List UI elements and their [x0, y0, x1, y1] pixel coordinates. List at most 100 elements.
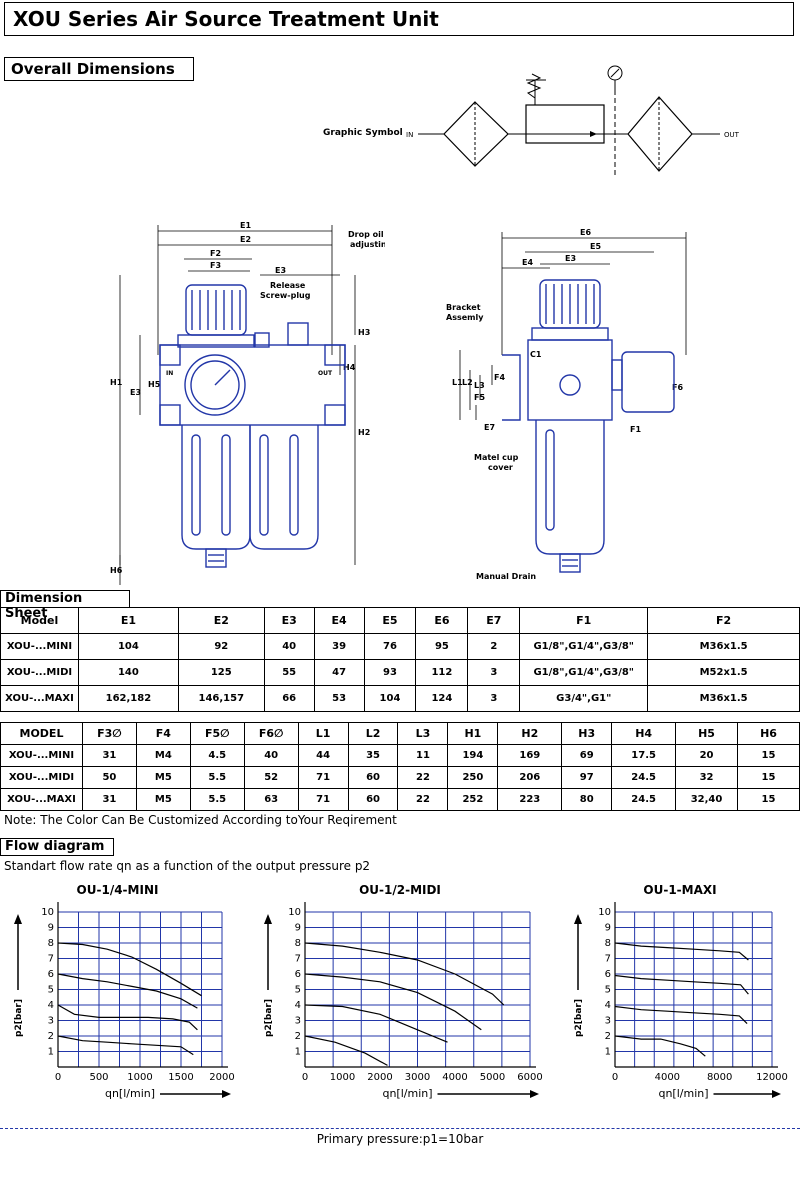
x-tick-label: 5000 — [480, 1072, 505, 1083]
table-cell: 39 — [313, 633, 365, 660]
column-header: L3 — [397, 722, 449, 745]
series-line — [304, 942, 505, 1006]
table-cell: 71 — [297, 766, 349, 789]
x-tick-label: 3000 — [405, 1072, 430, 1083]
label-port-out: OUT — [318, 370, 333, 377]
label-h4: H4 — [343, 363, 356, 372]
label-h3: H3 — [358, 328, 370, 337]
table-cell: XOU-...MAXI — [0, 685, 79, 712]
table-cell: M5 — [135, 766, 191, 789]
series-line — [614, 1005, 748, 1025]
series-line — [57, 1035, 194, 1056]
y-tick-label: 1 — [295, 1047, 301, 1058]
x-tick-label: 4000 — [655, 1072, 680, 1083]
label-f3: F3 — [210, 261, 221, 270]
label-e2: E2 — [240, 235, 251, 244]
label-h5: H5 — [148, 380, 161, 389]
y-tick-label: 7 — [48, 954, 54, 965]
label-l2: L2 — [462, 378, 473, 387]
table-cell: 206 — [497, 766, 563, 789]
column-header: E7 — [467, 607, 521, 634]
x-axis-arrowhead — [530, 1090, 539, 1098]
x-tick-label: 2000 — [209, 1072, 234, 1083]
table-cell: 60 — [347, 788, 399, 811]
symbol-in-label: IN — [406, 131, 413, 139]
table-cell: M4 — [135, 744, 191, 767]
column-header: H1 — [447, 722, 499, 745]
y-tick-label: 8 — [48, 938, 54, 949]
label-h6: H6 — [110, 566, 123, 575]
table-cell: 31 — [81, 788, 137, 811]
flow-subtitle: Standart flow rate qn as a function of t… — [4, 859, 371, 873]
y-axis-arrowhead — [14, 914, 22, 924]
label-e4: E4 — [522, 258, 533, 267]
table-cell: 194 — [447, 744, 499, 767]
y-axis-label: p2[bar] — [264, 999, 274, 1037]
table-cell: 80 — [561, 788, 613, 811]
column-header: E1 — [77, 607, 179, 634]
table-cell: 3 — [467, 685, 521, 712]
label-e1: E1 — [240, 221, 251, 230]
label-h1: H1 — [110, 378, 123, 387]
table-cell: 252 — [447, 788, 499, 811]
customization-note: Note: The Color Can Be Customized Accord… — [4, 813, 397, 827]
column-header: H4 — [611, 722, 677, 745]
label-e3-top: E3 — [275, 266, 286, 275]
table-cell: 55 — [263, 659, 315, 686]
table-cell: XOU-...MAXI — [0, 788, 83, 811]
table-cell: 2 — [467, 633, 521, 660]
y-tick-label: 3 — [605, 1016, 611, 1027]
chart-title: OU-1/2-MIDI — [359, 883, 441, 897]
table-cell: 223 — [497, 788, 563, 811]
column-header: E6 — [415, 607, 469, 634]
label-h2: H2 — [358, 428, 370, 437]
column-header: F4 — [135, 722, 191, 745]
column-header: E4 — [313, 607, 365, 634]
table-cell: M5 — [135, 788, 191, 811]
y-tick-label: 1 — [48, 1047, 54, 1058]
table-cell: 3 — [467, 659, 521, 686]
column-header: H6 — [737, 722, 800, 745]
label-port-in: IN — [166, 370, 173, 377]
x-tick-label: 4000 — [442, 1072, 467, 1083]
table-cell: 97 — [561, 766, 613, 789]
label-e3-side: E3 — [130, 388, 141, 397]
column-header: H5 — [675, 722, 738, 745]
label-e5: E5 — [590, 242, 601, 251]
divider-line — [0, 1128, 800, 1130]
table-cell: 20 — [675, 744, 738, 767]
table-cell: 53 — [313, 685, 365, 712]
y-tick-label: 7 — [605, 954, 611, 965]
series-line — [57, 942, 202, 997]
table-cell: 11 — [397, 744, 449, 767]
table-cell: 104 — [77, 633, 179, 660]
x-tick-label: 1000 — [127, 1072, 152, 1083]
table-cell: 40 — [243, 744, 299, 767]
x-tick-label: 0 — [302, 1072, 308, 1083]
table-cell: 69 — [561, 744, 613, 767]
label-f4: F4 — [494, 373, 505, 382]
y-tick-label: 4 — [295, 1000, 301, 1011]
column-header: Model — [0, 607, 79, 634]
y-tick-label: 7 — [295, 954, 301, 965]
section-heading-overall-dimensions: Overall Dimensions — [4, 57, 194, 81]
table-cell: XOU-...MINI — [0, 633, 79, 660]
x-axis-label: qn[l/min] — [382, 1087, 432, 1100]
table-cell: 93 — [363, 659, 417, 686]
symbol-out-label: OUT — [724, 131, 740, 139]
table-cell: 40 — [263, 633, 315, 660]
x-axis-label: qn[l/min] — [658, 1087, 708, 1100]
y-tick-label: 9 — [295, 923, 301, 934]
table-cell: G1/8",G1/4",G3/8" — [519, 633, 649, 660]
table-cell: 95 — [415, 633, 469, 660]
graphic-symbol-diagram: IN OUT — [406, 65, 740, 178]
table-cell: 124 — [415, 685, 469, 712]
table-cell: 17.5 — [611, 744, 677, 767]
y-tick-label: 10 — [598, 907, 611, 918]
table-cell: 76 — [363, 633, 417, 660]
